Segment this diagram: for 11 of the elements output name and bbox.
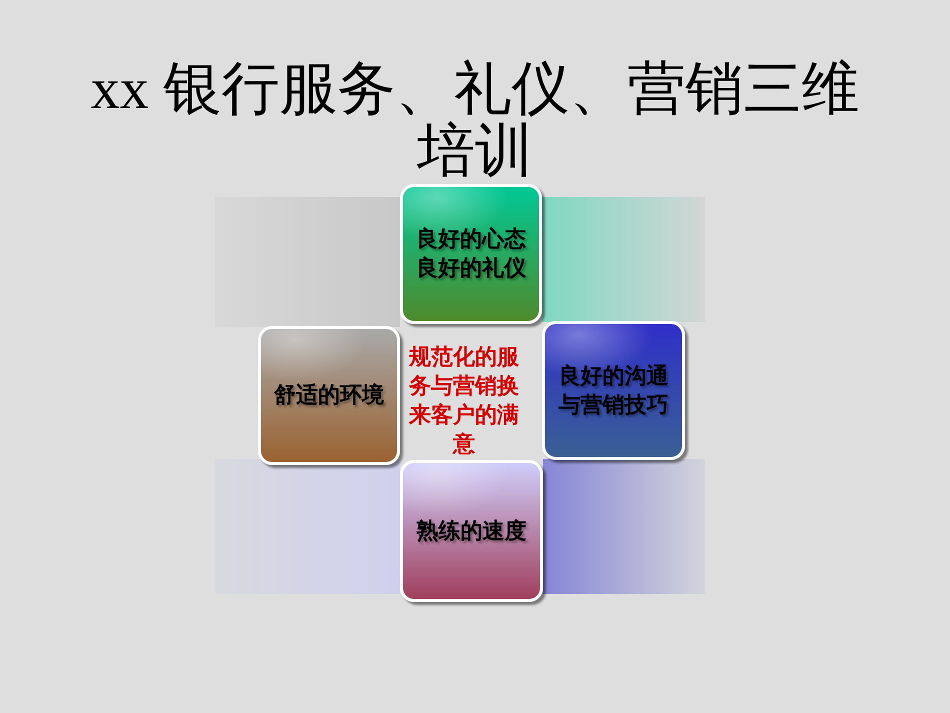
center-text: 规范化的服务与营销换来客户的满意 bbox=[408, 344, 520, 459]
slide-title: xx 银行服务、礼仪、营销三维培训 bbox=[90, 58, 860, 182]
tile-text: 舒适的环境 bbox=[274, 382, 384, 410]
rounded-tile bbox=[258, 326, 400, 465]
rounded-tile bbox=[400, 184, 542, 324]
tile-text: 良好的礼仪 bbox=[416, 255, 526, 283]
rounded-tile bbox=[542, 321, 685, 460]
tile-text: 良好的沟通与营销技巧 bbox=[558, 362, 670, 420]
rounded-tile bbox=[400, 460, 543, 602]
tile-text: 熟练的速度 bbox=[416, 518, 526, 546]
tile-text: 良好的心态 bbox=[416, 226, 526, 254]
